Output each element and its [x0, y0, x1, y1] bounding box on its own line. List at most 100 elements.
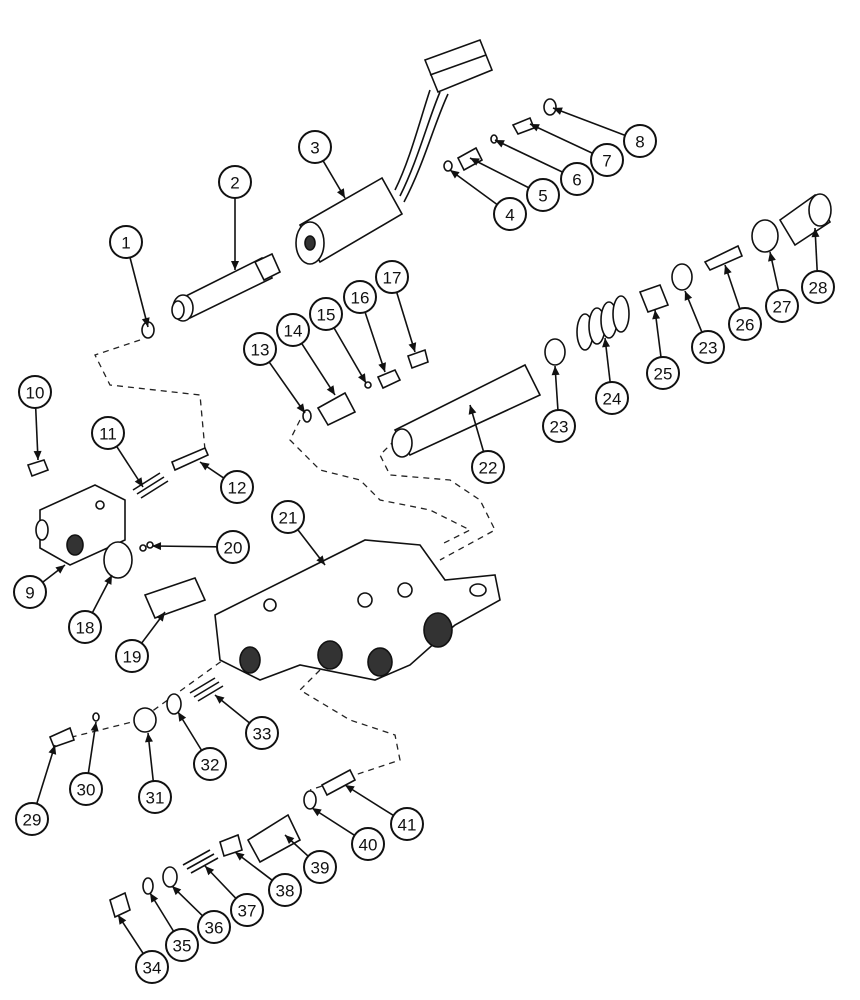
callout-number-32: 32 — [201, 756, 220, 775]
callout-circle-2 — [218, 165, 252, 199]
callout-circle-20 — [216, 530, 250, 564]
leader-arrowhead-16 — [378, 362, 386, 372]
callout-14: 14 — [276, 313, 310, 347]
callout-10: 10 — [18, 375, 52, 409]
leader-arrowhead-21 — [316, 555, 325, 565]
callout-13: 13 — [243, 332, 277, 366]
callout-number-5: 5 — [538, 187, 547, 206]
callout-27: 27 — [765, 289, 799, 323]
callout-12: 12 — [220, 470, 254, 504]
callout-26: 26 — [728, 307, 762, 341]
part-o-ring-18 — [103, 541, 133, 579]
leader-arrowhead-33 — [215, 695, 225, 704]
callout-circle-6 — [560, 162, 594, 196]
callout-circle-9 — [13, 575, 47, 609]
callout-4: 4 — [493, 197, 527, 231]
callout-number-26: 26 — [736, 316, 755, 335]
callout-circle-31 — [138, 780, 172, 814]
leader-arrowhead-19 — [156, 612, 165, 622]
callout-circle-33 — [245, 716, 279, 750]
callout-38: 38 — [268, 873, 302, 907]
callout-number-22: 22 — [479, 459, 498, 478]
leader-line-29 — [35, 744, 56, 804]
callout-37: 37 — [230, 893, 264, 927]
callout-number-17: 17 — [383, 269, 402, 288]
callout-circle-3 — [298, 130, 332, 164]
callout-2: 2 — [218, 165, 252, 199]
part-washer-23a — [544, 338, 566, 366]
part-pin-26 — [703, 244, 744, 272]
leader-arrowhead-6 — [495, 140, 505, 148]
callout-circle-38 — [268, 873, 302, 907]
leader-arrowhead-3 — [336, 188, 345, 198]
callout-circle-18 — [68, 610, 102, 644]
callout-circle-14 — [276, 313, 310, 347]
leader-arrowhead-37 — [205, 866, 215, 876]
callout-number-34: 34 — [143, 959, 162, 978]
callout-circle-15 — [309, 297, 343, 331]
callout-number-38: 38 — [276, 882, 295, 901]
part-gasket-19 — [143, 577, 207, 620]
callout-number-27: 27 — [773, 298, 792, 317]
callout-34: 34 — [135, 950, 169, 984]
leader-line-8 — [552, 107, 626, 137]
leader-line-13 — [268, 361, 306, 414]
callout-28: 28 — [801, 270, 835, 304]
part-end-block — [35, 484, 126, 566]
leader-arrowhead-40 — [312, 808, 322, 817]
callout-31: 31 — [138, 780, 172, 814]
callout-number-39: 39 — [311, 859, 330, 878]
callout-circle-36 — [197, 910, 231, 944]
part-valve-body — [214, 539, 501, 681]
callout-number-12: 12 — [228, 479, 247, 498]
callout-23b: 23 — [691, 330, 725, 364]
callout-number-41: 41 — [398, 816, 417, 835]
callout-number-33: 33 — [253, 725, 272, 744]
leader-line-16 — [364, 311, 386, 373]
callout-circle-25 — [646, 356, 680, 390]
leader-line-1 — [129, 257, 149, 328]
part-spring-11 — [132, 472, 169, 499]
callout-circle-30 — [69, 772, 103, 806]
part-sleeve-25 — [638, 283, 670, 314]
callout-number-2: 2 — [230, 174, 239, 193]
leader-arrowhead-13 — [296, 403, 305, 413]
callout-9: 9 — [13, 575, 47, 609]
callout-39: 39 — [303, 850, 337, 884]
callout-number-29: 29 — [23, 811, 42, 830]
callout-circle-22 — [471, 450, 505, 484]
leader-arrowhead-11 — [134, 477, 143, 487]
leader-line-5 — [469, 157, 530, 189]
callout-32: 32 — [193, 747, 227, 781]
callout-number-28: 28 — [809, 279, 828, 298]
leader-arrowhead-1 — [141, 317, 150, 327]
callout-circle-10 — [18, 375, 52, 409]
callout-number-40: 40 — [359, 836, 378, 855]
callout-circle-17 — [375, 260, 409, 294]
leader-arrowhead-4 — [450, 170, 460, 179]
callout-circle-7 — [590, 143, 624, 177]
callout-circle-13 — [243, 332, 277, 366]
leader-arrowhead-38 — [235, 852, 245, 861]
callout-number-11: 11 — [99, 425, 117, 444]
callout-number-21: 21 — [279, 509, 298, 528]
leader-lines — [33, 107, 820, 955]
callout-number-7: 7 — [602, 152, 611, 171]
callout-circle-21 — [271, 500, 305, 534]
leader-line-20 — [151, 545, 218, 548]
callout-1: 1 — [109, 225, 143, 259]
callout-33: 33 — [245, 716, 279, 750]
leader-arrowhead-8 — [553, 107, 563, 115]
callout-number-36: 36 — [205, 919, 224, 938]
part-spool — [391, 363, 542, 458]
callout-15: 15 — [309, 297, 343, 331]
leader-arrowhead-24 — [602, 338, 611, 348]
part-solenoid-coil — [295, 38, 494, 265]
callout-circle-41 — [390, 807, 424, 841]
leader-arrowhead-14 — [326, 385, 335, 395]
leader-arrowhead-31 — [145, 733, 153, 743]
callout-22: 22 — [471, 450, 505, 484]
callout-number-35: 35 — [173, 937, 192, 956]
callout-number-16: 16 — [351, 289, 370, 308]
callout-number-23a: 23 — [550, 418, 569, 437]
